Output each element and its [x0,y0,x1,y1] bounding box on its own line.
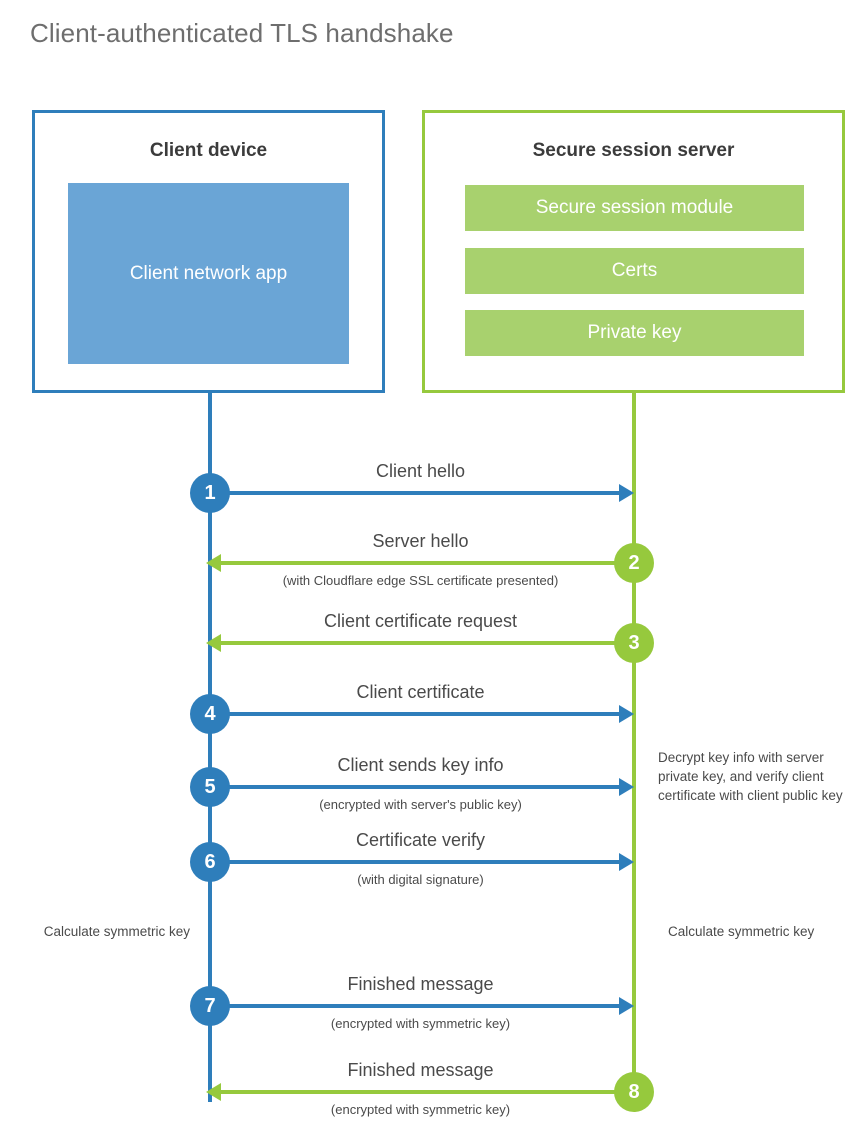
step-8-arrow-line [221,1090,634,1094]
step-8-arrow-head-icon [206,1083,221,1101]
step-2-label: Server hello [372,531,469,551]
step-1-arrow-line [210,491,621,495]
step-number-badge-3: 3 [614,623,654,663]
step-6-arrow-head-icon [619,853,634,871]
step-7-sublabel: (encrypted with symmetric key) [330,1016,511,1031]
note-calculate-symmetric-key-client: Calculate symmetric key [43,924,190,939]
step-number-badge-5: 5 [190,767,230,807]
step-4-label: Client certificate [356,682,485,702]
step-8-sublabel: (encrypted with symmetric key) [330,1102,511,1117]
client-network-app-box: Client network app [68,183,349,364]
step-4-arrow-line [210,712,621,716]
step-6-label: Certificate verify [355,830,486,850]
server-component-private-key: Private key [465,310,804,356]
step-4-arrow-head-icon [619,705,634,723]
secure-session-server-box: Secure session server Secure session mod… [422,110,845,393]
note-calculate-symmetric-key-server: Calculate symmetric key [668,924,815,939]
step-2-arrow-line [221,561,634,565]
step-number-badge-7: 7 [190,986,230,1026]
step-6-sublabel: (with digital signature) [357,872,484,887]
step-5-arrow-line [210,785,621,789]
step-1-arrow-head-icon [619,484,634,502]
step-3-label: Client certificate request [323,611,518,631]
step-7-label: Finished message [347,974,494,994]
step-number-badge-4: 4 [190,694,230,734]
step-6-arrow-line [210,860,621,864]
server-component-certs: Certs [465,248,804,294]
step-3-arrow-head-icon [206,634,221,652]
step-7-arrow-head-icon [619,997,634,1015]
step-2-arrow-head-icon [206,554,221,572]
step-number-badge-6: 6 [190,842,230,882]
client-device-title: Client device [149,140,268,161]
step-number-badge-2: 2 [614,543,654,583]
step-number-badge-1: 1 [190,473,230,513]
step-number-badge-8: 8 [614,1072,654,1112]
step-5-arrow-head-icon [619,778,634,796]
secure-session-server-title: Secure session server [532,140,735,161]
step-3-arrow-line [221,641,634,645]
step-8-label: Finished message [347,1060,494,1080]
page-title: Client-authenticated TLS handshake [30,18,454,48]
step-1-label: Client hello [375,461,466,481]
note-decrypt-key-info: Decrypt key info with server private key… [658,750,843,804]
client-device-box: Client device Client network app [32,110,385,393]
step-5-label: Client sends key info [337,755,504,775]
client-lifeline [208,390,212,1102]
server-component-secure-session-module: Secure session module [465,185,804,231]
step-7-arrow-line [210,1004,621,1008]
step-2-sublabel: (with Cloudflare edge SSL certificate pr… [282,573,559,588]
server-lifeline [632,390,636,1092]
step-5-sublabel: (encrypted with server's public key) [319,797,522,812]
